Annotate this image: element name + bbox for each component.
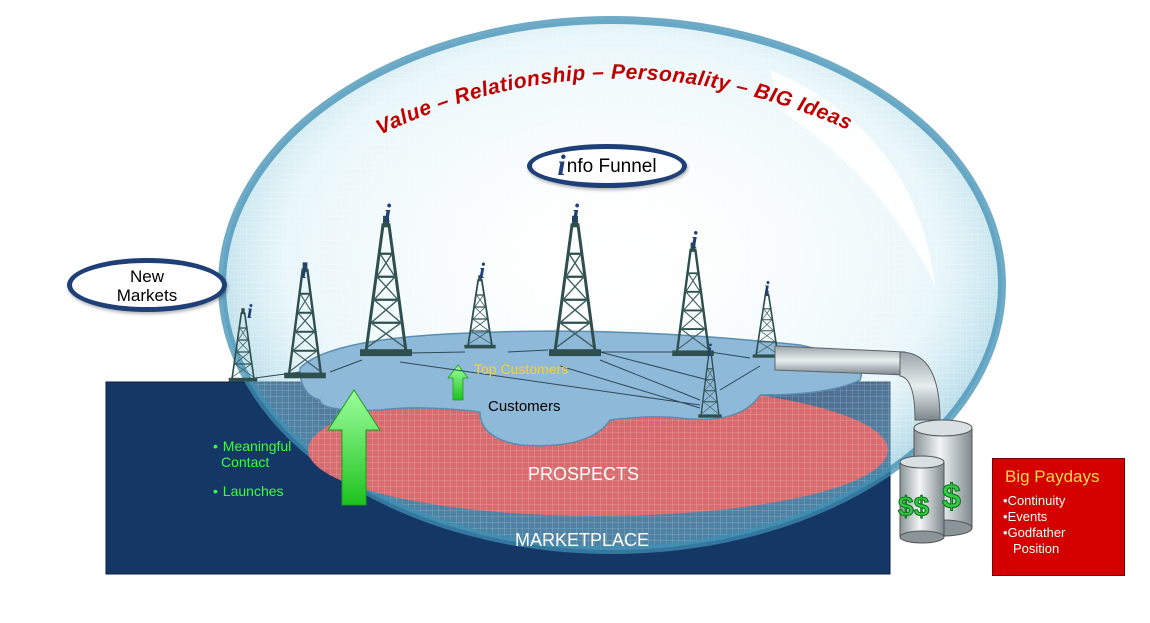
rig-info-letter: i <box>301 258 308 283</box>
new-markets-line1: New <box>129 267 164 286</box>
meaningful-contact-label: Meaningful Contact <box>213 438 291 470</box>
new-markets-line2: Markets <box>116 286 178 305</box>
meaningful-line1: Meaningful <box>222 438 292 454</box>
rig-info-letter: i <box>764 278 770 300</box>
top-customers-label: Top Customers <box>474 361 568 377</box>
big-paydays-list: Continuity Events Godfather Position <box>1003 493 1114 557</box>
rig-info-letter: i <box>479 258 486 283</box>
growth-arrow <box>327 389 381 506</box>
info-funnel-text: nfo Funnel <box>566 156 657 177</box>
payday-item-continued: Position <box>1013 541 1060 556</box>
rig-info-letter: i <box>384 199 392 228</box>
rig-info-letter: i <box>707 340 712 360</box>
big-paydays-title: Big Paydays <box>1005 467 1100 486</box>
meaningful-line2: Contact <box>221 454 270 470</box>
dollar-sign-large: $ <box>942 478 961 516</box>
prospects-mesh <box>308 384 888 516</box>
launches-label: Launches <box>213 483 284 499</box>
payday-item: Events <box>1003 509 1114 525</box>
prospects-label: PROSPECTS <box>528 464 639 484</box>
marketplace-label: MARKETPLACE <box>515 530 649 550</box>
rig-connectors <box>254 349 761 409</box>
info-funnel-badge: info Funnel <box>527 144 687 188</box>
customers-label: Customers <box>488 398 561 415</box>
launches-text: Launches <box>222 483 284 499</box>
big-paydays-box: Big Paydays Continuity Events Godfather … <box>992 458 1125 576</box>
rig-info-letter: i <box>247 301 253 323</box>
money-can-small <box>899 455 945 544</box>
rig-info-letter: i <box>691 228 698 254</box>
payday-item: Godfather <box>1003 525 1114 541</box>
rig-info-letter: i <box>572 199 580 228</box>
payday-item: Continuity <box>1003 493 1114 509</box>
info-funnel-i: i <box>557 149 566 182</box>
dollar-sign-small: $$ <box>898 491 930 522</box>
bubble-highlight <box>770 70 935 285</box>
new-markets-badge: New Markets <box>67 258 227 312</box>
